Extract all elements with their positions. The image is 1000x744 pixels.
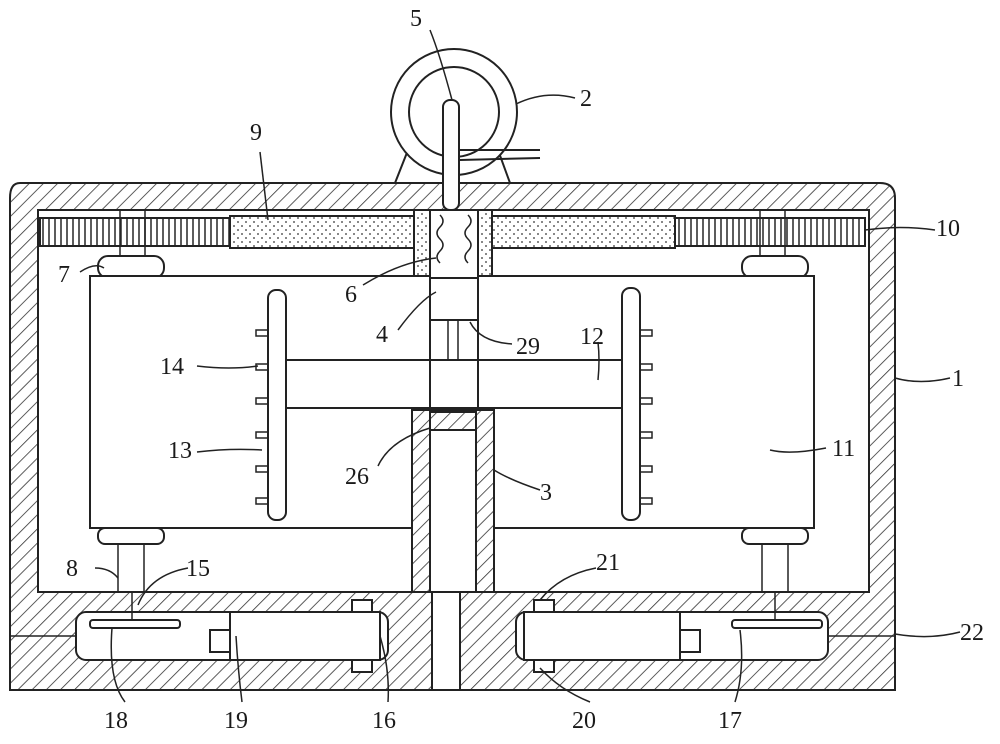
- label-20: 20: [572, 708, 596, 734]
- label-10: 10: [936, 216, 960, 242]
- label-26: 26: [345, 464, 369, 490]
- leader-lines: [79, 29, 961, 703]
- central-tube: [411, 409, 495, 593]
- label-29: 29: [516, 334, 540, 360]
- vertical-rod: [442, 99, 460, 211]
- label-14: 14: [160, 354, 184, 380]
- label-13: 13: [168, 438, 192, 464]
- label-1: 1: [952, 366, 964, 392]
- arm-hub: [429, 359, 479, 409]
- label-18: 18: [104, 708, 128, 734]
- label-17: 17: [718, 708, 742, 734]
- arm-left: [284, 359, 431, 409]
- label-2: 2: [580, 86, 592, 112]
- label-15: 15: [186, 556, 210, 582]
- label-6: 6: [345, 282, 357, 308]
- label-22: 22: [960, 620, 984, 646]
- label-12: 12: [580, 324, 604, 350]
- label-21: 21: [596, 550, 620, 576]
- label-5: 5: [410, 6, 422, 32]
- arm-right: [477, 359, 624, 409]
- label-3: 3: [540, 480, 552, 506]
- label-9: 9: [250, 120, 262, 146]
- lower-shafts: [97, 527, 809, 622]
- label-4: 4: [376, 322, 388, 348]
- bearing-right: [741, 255, 809, 279]
- label-11: 11: [832, 436, 855, 462]
- brush-right: [621, 287, 653, 521]
- label-8: 8: [66, 556, 78, 582]
- motor-reel: [390, 48, 541, 184]
- gear-racks: [39, 210, 866, 262]
- label-19: 19: [224, 708, 248, 734]
- label-16: 16: [372, 708, 396, 734]
- bearing-left: [97, 255, 165, 279]
- part-labels: 5 2 9 10 7 6 4 29 12 14 1 13 11 26 3 8 1…: [58, 6, 984, 734]
- label-7: 7: [58, 262, 70, 288]
